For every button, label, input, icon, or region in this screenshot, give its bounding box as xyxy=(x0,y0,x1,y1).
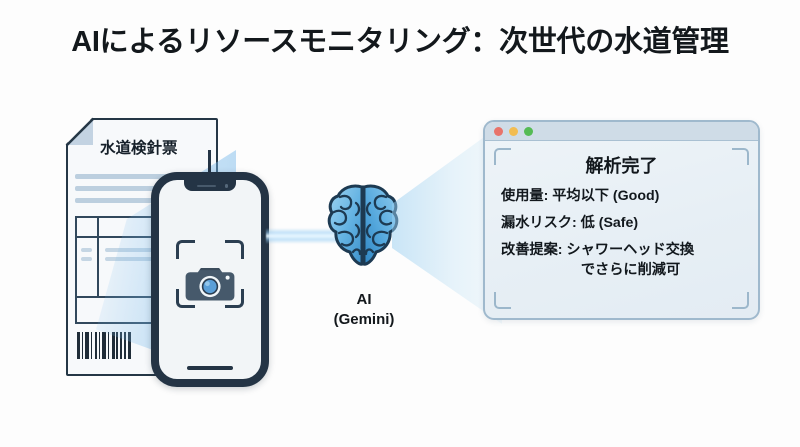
corner-bracket-icon xyxy=(732,292,749,309)
speaker-slit xyxy=(197,184,216,187)
corner-bracket-icon xyxy=(732,148,749,165)
smartphone-scanner[interactable] xyxy=(151,172,269,387)
scan-bracket-icon xyxy=(176,289,195,308)
scan-bracket-icon xyxy=(176,240,195,259)
result-leak-risk-line: 漏水リスク: 低 (Safe) xyxy=(501,215,639,231)
scan-bracket-icon xyxy=(225,289,244,308)
corner-bracket-icon xyxy=(494,292,511,309)
barcode-icon xyxy=(77,332,149,359)
table-cell-line xyxy=(81,248,92,252)
scan-bracket-icon xyxy=(225,240,244,259)
brain-icon xyxy=(327,181,399,269)
analysis-result-window[interactable]: 解析完了 使用量: 平均以下 (Good) 漏水リスク: 低 (Safe) 改善… xyxy=(483,120,760,320)
ai-label-line2: (Gemini) xyxy=(333,310,395,328)
result-suggestion-line: 改善提案: シャワーヘッド交換 でさらに削減可 xyxy=(501,239,744,279)
table-divider xyxy=(97,218,100,296)
window-body: 解析完了 使用量: 平均以下 (Good) 漏水リスク: 低 (Safe) 改善… xyxy=(485,141,758,318)
phone-notch xyxy=(184,180,236,191)
phone-antenna-line xyxy=(208,150,211,176)
result-usage-line: 使用量: 平均以下 (Good) xyxy=(501,188,660,204)
suggestion-text-part1: 改善提案: シャワーヘッド交換 xyxy=(501,242,695,258)
corner-bracket-icon xyxy=(494,148,511,165)
document-title: 水道検針票 xyxy=(100,140,178,157)
minimize-dot[interactable] xyxy=(509,126,518,136)
page-fold-outline xyxy=(65,117,95,147)
ai-label-line1: AI xyxy=(356,291,372,308)
window-titlebar xyxy=(485,122,758,141)
table-cell-line xyxy=(81,257,92,261)
suggestion-text-part2: でさらに削減可 xyxy=(580,262,681,278)
ai-label: AI (Gemini) xyxy=(318,290,410,330)
page-title: AIによるリソースモニタリング：次世代の水道管理 xyxy=(71,26,729,58)
doc-text-line xyxy=(75,198,159,203)
camera-icon[interactable] xyxy=(184,263,236,303)
home-indicator xyxy=(187,366,233,370)
result-heading: 解析完了 xyxy=(585,156,658,176)
table-cell-line xyxy=(105,257,157,261)
front-camera-dot xyxy=(224,184,228,188)
maximize-dot[interactable] xyxy=(524,126,533,136)
close-dot[interactable] xyxy=(494,126,503,136)
